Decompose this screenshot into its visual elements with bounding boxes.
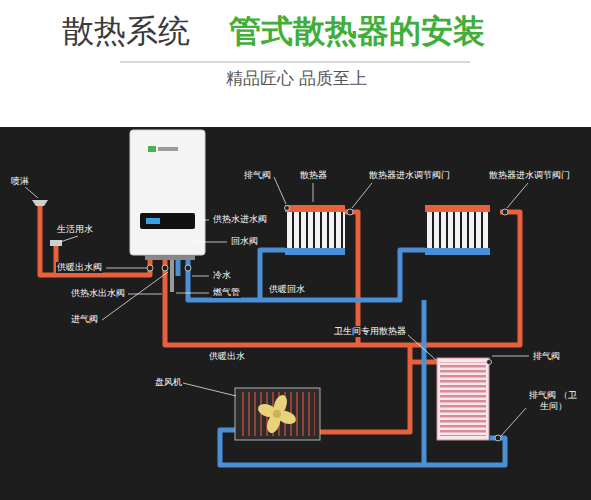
- valve-label: 供暖出水阀: [56, 262, 103, 273]
- header-band: [0, 0, 591, 127]
- valve-label: 供热水出水阀: [70, 288, 126, 299]
- gas-pipe: [170, 258, 174, 292]
- fan-coil: [235, 388, 320, 440]
- leader-lines: [24, 177, 529, 436]
- title-rule: [120, 62, 470, 63]
- pipe-label: 喷淋: [10, 176, 30, 187]
- part-label: 散热器: [299, 170, 328, 181]
- valve-label: 排气阀: [243, 170, 272, 181]
- shower-head: [32, 200, 48, 206]
- pipe-label: 冷水: [212, 270, 232, 281]
- pipe-label: 供暖出水: [208, 351, 246, 362]
- slogan: 精品匠心 品质至上: [0, 68, 591, 88]
- subtitle-green: 管式散热器的安装: [228, 14, 486, 49]
- valve-label: 回水阀: [230, 236, 259, 247]
- valve-label: 进气阀: [70, 314, 99, 325]
- valve-label: 散热器进水调节阀门: [368, 170, 451, 181]
- pipe-label: 供暖回水: [268, 284, 306, 295]
- bathroom-radiator: [437, 358, 489, 440]
- valve-label: 供热水进水阀: [212, 214, 268, 225]
- title: 散热系统: [62, 14, 190, 49]
- valve-label: 排气阀 （卫生间）: [528, 390, 578, 412]
- pipe-label: 生活用水: [56, 224, 94, 235]
- tap: [50, 240, 62, 246]
- valve-label: 排气阀: [532, 351, 561, 362]
- part-label: 盘风机: [154, 377, 183, 388]
- boiler: [130, 130, 205, 260]
- pipe-label: 燃气管: [212, 287, 241, 298]
- radiator: [425, 205, 490, 255]
- valves: [147, 206, 508, 442]
- valve-label: 散热器进水调节阀门: [488, 170, 571, 181]
- part-label: 卫生间专用散热器: [333, 326, 407, 337]
- return-pipes: [178, 250, 505, 465]
- radiator: [285, 205, 345, 255]
